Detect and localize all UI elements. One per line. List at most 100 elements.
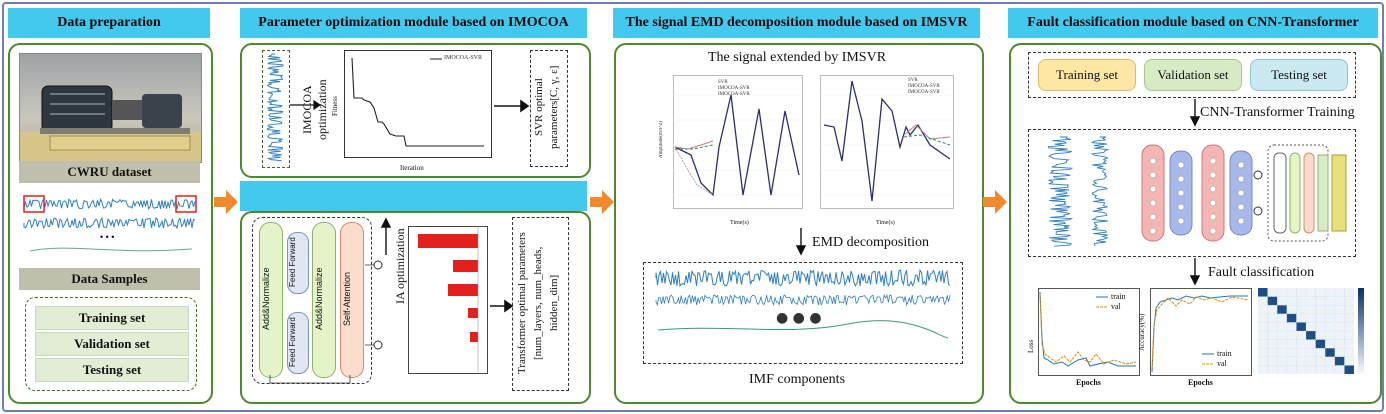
right-improved-curve [903, 134, 951, 146]
imocoa-result-arrow [494, 99, 530, 113]
imocoa-signal-box [262, 50, 290, 168]
confusion-cell-7 [1325, 348, 1335, 357]
left-imocoa-curve-2 [674, 146, 714, 196]
encoder-attention-block [1273, 152, 1287, 234]
confusion-cell-4 [1296, 322, 1306, 331]
accuracy-plot [1150, 288, 1252, 376]
signal-ellipsis: • • • [100, 232, 115, 242]
fitness-curve [351, 57, 484, 147]
fitness-plot [344, 50, 492, 158]
imf-1-wave [655, 268, 951, 287]
right-legend-3: IMOCOA-SVR [908, 90, 940, 95]
fitness-plot-svg [351, 57, 484, 147]
signal-window-right [175, 195, 197, 213]
right-plot-xlabel: Time(s) [876, 220, 895, 226]
transformer-connectors [269, 260, 383, 384]
header-fault: Fault classification module based on CNN… [1008, 8, 1378, 38]
cnn-transformer-architecture-box [1028, 129, 1356, 257]
flow-arrow-1 [214, 190, 238, 214]
residual-add-circle-bottom [373, 340, 383, 350]
accuracy-xlabel: Epochs [1188, 378, 1213, 387]
extended-signal-left-svg [673, 94, 801, 197]
right-legend-2: IMOCOA-SVR [908, 84, 940, 89]
left-plot-ylabel: Amplitude(m/s^2) [659, 121, 664, 159]
confusion-cell-0 [1258, 288, 1268, 297]
fitness-ylabel: Fitness [331, 96, 339, 116]
left-legend-3: IMOCOA-SVR [718, 92, 750, 97]
loss-xlabel: Epochs [1076, 378, 1101, 387]
imf-residual-wave [657, 320, 949, 339]
fault-classification-label: Fault classification [1208, 265, 1315, 280]
encoder-ff-block [1303, 152, 1315, 234]
confusion-cell-9 [1344, 365, 1354, 374]
fitness-xlabel: Iteration [400, 164, 424, 172]
classification-down-arrow [1189, 258, 1201, 286]
extended-signal-right-svg [820, 80, 952, 202]
fc-block [1317, 154, 1329, 232]
accuracy-val-curve [1151, 296, 1249, 369]
residual-add-circle-top [373, 260, 383, 270]
data-sets-group [25, 297, 197, 391]
ia-arrow-up [380, 217, 392, 255]
loss-train-curve [1039, 291, 1136, 367]
machine-drawing [20, 85, 201, 162]
cwru-machine-photo [19, 53, 202, 163]
imocoa-input-signal [266, 53, 284, 162]
header-data-preparation: Data preparation [8, 8, 210, 38]
accuracy-legend-train: train [1217, 349, 1232, 358]
ia-bar-5 [470, 332, 478, 342]
loss-plot-svg [1039, 291, 1137, 367]
svr-params-label: SVR optimal parameters[C, γ, ε] [533, 65, 560, 149]
transformer-params-label: Transformer optimal parameters [num_laye… [516, 232, 560, 374]
arch-input-signal-1 [1047, 136, 1074, 247]
left-svr-curve [674, 94, 800, 197]
arch-input-signal-2 [1091, 136, 1110, 247]
transformer-params-box [512, 217, 569, 391]
raw-signal-wave [23, 197, 196, 210]
add-normalize-block-2 [312, 222, 336, 378]
fault-validation-set: Validation set [1144, 59, 1242, 91]
accuracy-legend-val: val [1217, 359, 1227, 368]
cnn-transformer-training-label: CNN-Transformer Training [1200, 105, 1355, 120]
cnn-transformer-architecture [1047, 136, 1347, 247]
confusion-cell-2 [1277, 305, 1287, 314]
testing-set-box: Testing set [35, 358, 189, 382]
ia-bar-2 [453, 260, 478, 272]
confusion-cell-1 [1267, 296, 1278, 306]
emd-down-arrow [795, 228, 807, 256]
conv-layer-2 [1201, 144, 1225, 242]
left-plot-xlabel: Time(s) [730, 220, 749, 226]
data-samples-label: Data Samples [19, 268, 200, 290]
validation-set-box: Validation set [35, 332, 189, 356]
confusion-diagonal [1258, 288, 1354, 374]
ia-bar-4 [468, 308, 478, 318]
accuracy-ylabel: Accuracy(%) [1138, 313, 1146, 351]
extended-signal-plot-left [673, 75, 803, 209]
encoder-norm-block [1289, 152, 1301, 234]
feed-forward-block-1 [287, 232, 309, 294]
right-legend-1: SVR [908, 78, 918, 83]
imf-signals [655, 268, 951, 339]
ia-optimization-label: IA optimization [393, 228, 407, 304]
header-emd: The signal EMD decomposition module base… [613, 8, 980, 38]
accuracy-train-curve [1151, 295, 1248, 373]
right-svr-curve [823, 80, 951, 202]
ia-bar-3 [448, 284, 478, 296]
imf-dots: ● ● ● [776, 310, 822, 326]
loss-ylabel: Loss [1027, 339, 1035, 353]
left-improved-curve [675, 144, 714, 150]
flow-arrow-3 [983, 190, 1007, 214]
ia-importance-bars [418, 226, 479, 372]
left-legend-2: IMOCOA-SVR [718, 86, 750, 91]
ia-importance-chart [408, 226, 488, 374]
training-down-arrow [1189, 99, 1201, 127]
flow-arrow-2 [590, 190, 614, 214]
cwru-dataset-label: CWRU dataset [19, 161, 200, 183]
add-normalize-block-1 [259, 222, 283, 378]
loss-legend-val: val [1111, 302, 1121, 311]
imf-components-box [643, 262, 963, 364]
fault-sets-group [1028, 52, 1356, 98]
confusion-cell-6 [1315, 339, 1326, 349]
confusion-colorbar [1358, 288, 1364, 374]
